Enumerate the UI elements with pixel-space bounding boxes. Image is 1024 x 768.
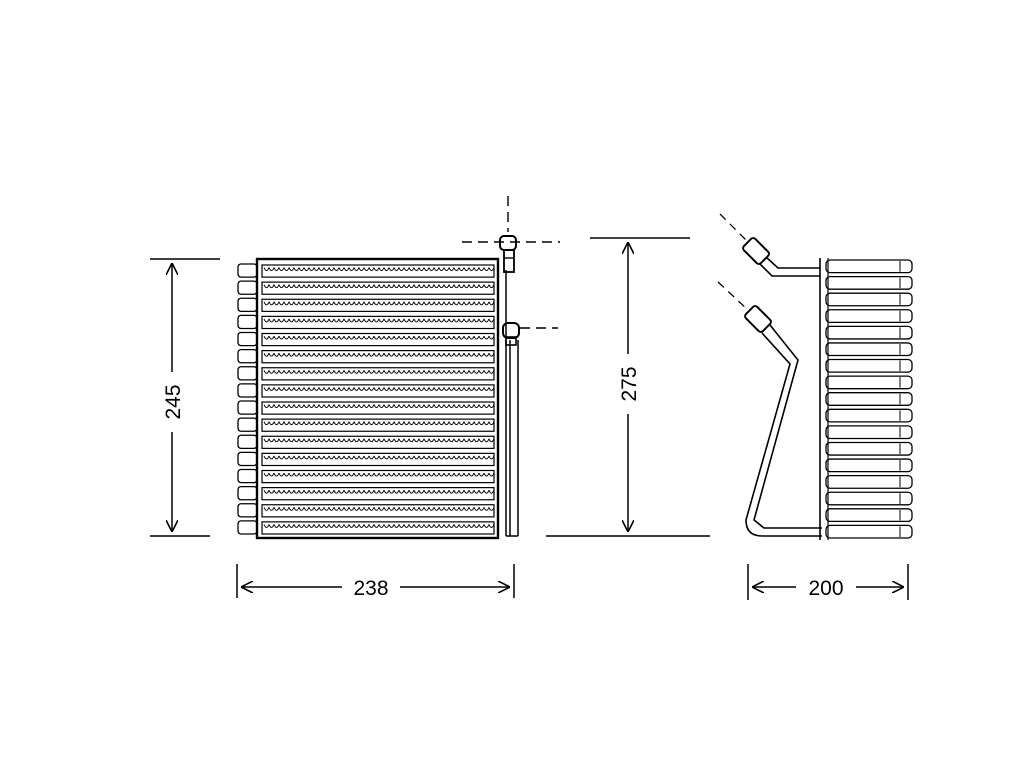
front-fin: [237, 263, 258, 278]
front-fin: [237, 280, 258, 295]
side-view-centerlines: [717, 213, 749, 311]
front-fin: [237, 520, 258, 535]
side-fin: [825, 342, 913, 357]
core-fin-corrugation: [263, 507, 495, 511]
side-fin: [825, 491, 913, 506]
front-fin: [237, 400, 258, 415]
side-fin: [825, 408, 913, 423]
front-view-fin-stack: [237, 263, 258, 535]
front-view-core-frame: [255, 257, 500, 540]
side-lower-fitting: [744, 305, 772, 333]
side-fin: [825, 325, 913, 340]
side-fin: [825, 425, 913, 440]
core-fin-corrugation: [263, 301, 495, 306]
dimension-label-200: 200: [808, 577, 843, 600]
core-fin-corrugation: [263, 370, 495, 374]
side-fin: [825, 508, 913, 523]
front-fin: [237, 348, 258, 364]
front-fin: [237, 434, 258, 450]
side-view-pipes: [745, 256, 822, 537]
core-fin-corrugation: [263, 404, 495, 408]
side-fin: [825, 275, 913, 290]
core-tube: [261, 281, 495, 295]
dimension-width-238: 238: [236, 564, 515, 600]
core-fin-corrugation: [263, 421, 495, 426]
core-fin-corrugation: [263, 267, 495, 271]
core-fin-corrugation: [263, 335, 495, 340]
core-tube: [261, 487, 495, 501]
front-fin: [237, 331, 258, 347]
side-upper-fitting: [742, 237, 770, 265]
dimension-label-238: 238: [353, 577, 388, 600]
core-tube: [261, 315, 495, 330]
core-fin-corrugation: [263, 524, 495, 528]
front-fin: [237, 314, 258, 330]
side-fin: [825, 474, 913, 489]
front-fin: [237, 366, 258, 381]
upper-connector-fitting: [499, 235, 517, 273]
side-fin: [825, 458, 913, 473]
front-fin: [237, 468, 258, 484]
front-view-centerlines: [462, 196, 560, 329]
core-fin-corrugation: [263, 472, 495, 477]
side-fin: [825, 309, 913, 324]
front-fin: [237, 451, 258, 467]
front-fin: [237, 485, 258, 501]
core-tube: [261, 401, 495, 415]
core-fin-corrugation: [263, 284, 495, 289]
core-tube: [261, 418, 495, 432]
front-fin: [237, 297, 258, 313]
side-view: [717, 213, 913, 540]
side-view-fin-stack: [819, 258, 913, 540]
front-fin: [237, 383, 258, 398]
side-fin: [825, 441, 913, 456]
lower-connector-fitting: [502, 322, 520, 346]
front-view-pipe-assembly: [497, 262, 519, 537]
core-tube: [261, 504, 495, 518]
side-fin: [825, 292, 913, 307]
core-tube: [261, 350, 495, 364]
core-fin-corrugation: [263, 353, 495, 357]
side-fin: [825, 392, 913, 406]
core-tube: [261, 469, 495, 484]
core-tube: [261, 298, 495, 312]
core-fin-corrugation: [263, 438, 495, 443]
core-fin-corrugation: [263, 318, 495, 323]
front-view: [237, 196, 560, 540]
core-fin-corrugation: [263, 490, 495, 494]
dimension-label-245: 245: [162, 384, 185, 419]
dimension-depth-200: 200: [747, 564, 909, 600]
front-fin: [237, 503, 258, 518]
side-fin: [825, 259, 913, 274]
core-tube: [261, 521, 495, 535]
front-fin: [237, 417, 258, 432]
side-fin: [825, 375, 913, 390]
core-tube: [261, 332, 495, 347]
core-tube: [261, 435, 495, 449]
core-tube: [261, 384, 495, 398]
front-view-core-tubes: [261, 264, 495, 535]
dimension-label-275: 275: [618, 366, 641, 401]
side-fin: [825, 524, 913, 539]
core-tube: [261, 264, 495, 278]
dimension-height-275: 275: [546, 237, 710, 537]
core-fin-corrugation: [263, 455, 495, 460]
core-fin-corrugation: [263, 387, 495, 391]
side-fin: [825, 358, 913, 373]
core-tube: [261, 452, 495, 467]
core-tube: [261, 367, 495, 381]
dimension-height-245: 245: [150, 258, 220, 537]
